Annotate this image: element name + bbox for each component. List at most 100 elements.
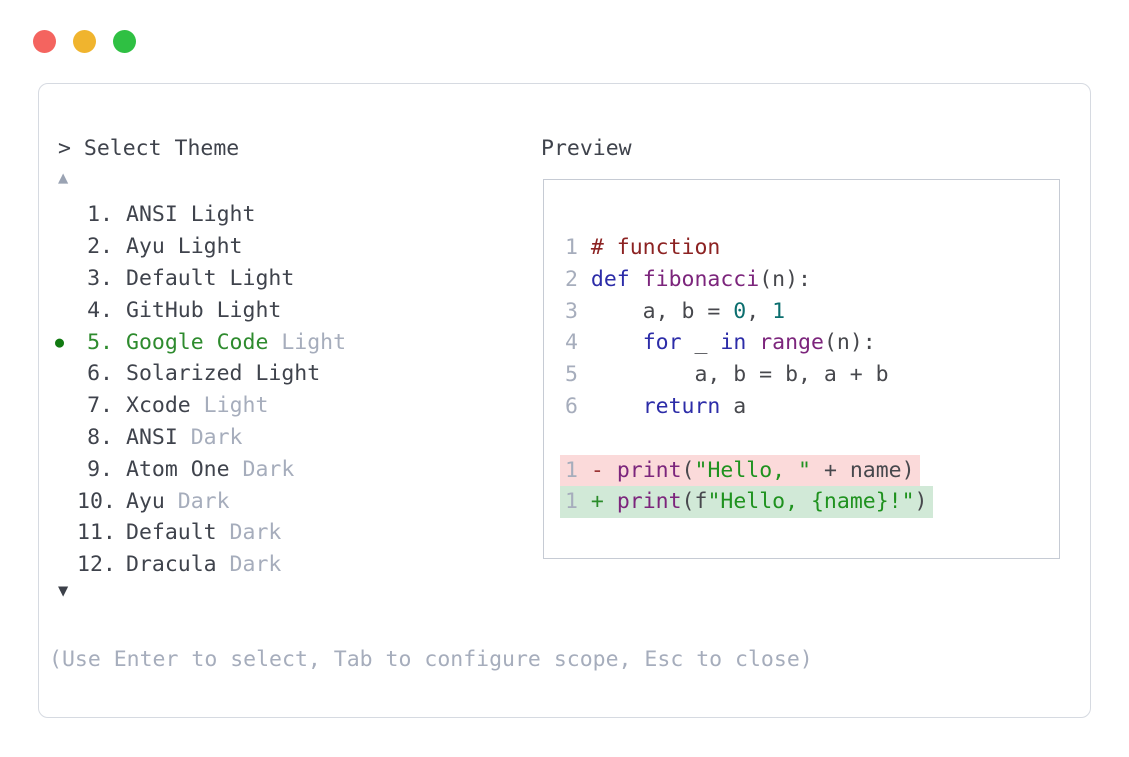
selected-bullet-icon: ●	[55, 333, 65, 352]
code-token: print	[616, 489, 682, 515]
line-number: 2	[565, 266, 578, 292]
item-number: 11.	[77, 520, 116, 546]
item-label: Default	[126, 520, 217, 546]
theme-list-item[interactable]: 10. Ayu Dark	[55, 485, 346, 517]
item-label: Default Light	[126, 265, 295, 291]
theme-list-item[interactable]: 6. Solarized Light	[55, 358, 346, 390]
item-variant-label: Dark	[177, 424, 243, 450]
diff-highlight: 1 - print("Hello, " + name)	[560, 454, 920, 487]
line-number: 6	[565, 393, 578, 419]
item-number: 8.	[87, 424, 113, 450]
code-token: a	[720, 393, 747, 419]
diff-sign: +	[590, 489, 604, 515]
window-controls	[33, 30, 136, 53]
item-label: Ayu	[126, 488, 165, 514]
code-line: 2 def fibonacci(n):	[565, 264, 933, 296]
item-label: Xcode	[126, 393, 191, 419]
code-token: def	[590, 266, 630, 292]
code-token: print	[616, 457, 682, 483]
theme-list-item[interactable]: 1. ANSI Light	[55, 199, 346, 231]
theme-list-item[interactable]: ●5.Google Code Light	[55, 326, 346, 358]
theme-list-item[interactable]: 7. Xcode Light	[55, 390, 346, 422]
theme-list-item[interactable]: 2. Ayu Light	[55, 231, 346, 263]
item-label: Ayu Light	[126, 234, 243, 260]
code-token	[630, 267, 643, 292]
theme-list-item[interactable]: 12.Dracula Dark	[55, 549, 346, 581]
theme-list-item[interactable]: 3. Default Light	[55, 263, 346, 295]
scroll-down-icon[interactable]: ▼	[58, 581, 69, 601]
minimize-window-button[interactable]	[73, 30, 96, 53]
picker-title: > Select Theme	[58, 136, 240, 161]
code-token: # function	[590, 235, 721, 260]
line-number: 1	[565, 489, 578, 515]
code-token: "Hello, "	[694, 457, 812, 483]
code-token: (f	[681, 489, 708, 515]
line-number: 1	[565, 235, 578, 260]
item-label: ANSI Light	[126, 202, 256, 228]
theme-list-item[interactable]: 4. GitHub Light	[55, 294, 346, 326]
item-number: 12.	[77, 552, 116, 578]
line-number: 1	[565, 457, 578, 483]
item-number: 3.	[87, 265, 113, 291]
code-line: 5 a, b = b, a + b	[565, 359, 933, 391]
code-line: 3 a, b = 0, 1	[565, 296, 933, 328]
item-number: 7.	[87, 393, 113, 419]
code-token: (n):	[823, 330, 876, 356]
code-token: + name)	[811, 457, 915, 483]
code-token	[591, 330, 643, 355]
code-token: in	[720, 330, 747, 356]
code-token: for	[642, 330, 682, 356]
item-number: 10.	[77, 488, 116, 514]
diff-highlight: 1 + print(f"Hello, {name}!")	[560, 486, 933, 519]
diff-line-added: 1 + print(f"Hello, {name}!")	[560, 486, 933, 519]
item-variant-label: Dark	[216, 520, 282, 546]
preview-title: Preview	[541, 136, 632, 161]
code-token: ,	[746, 298, 773, 324]
close-window-button[interactable]	[33, 30, 56, 53]
zoom-window-button[interactable]	[113, 30, 136, 53]
item-label: Dracula	[126, 552, 217, 578]
item-number: 2.	[87, 234, 113, 260]
blank-line	[565, 423, 933, 455]
item-variant-label: Dark	[164, 488, 230, 514]
code-token: (	[681, 457, 695, 483]
code-line: 1 # function	[565, 232, 933, 264]
item-label: Solarized Light	[126, 361, 321, 387]
item-variant-label: Light	[190, 393, 269, 419]
code-token: (n):	[759, 266, 811, 292]
diff-sign: -	[590, 457, 604, 483]
theme-list-item[interactable]: 9. Atom One Dark	[55, 453, 346, 485]
code-token: 0	[733, 298, 747, 324]
code-token: a, b =	[590, 298, 734, 324]
theme-list-item[interactable]: 8. ANSI Dark	[55, 422, 346, 454]
code-token: return	[642, 393, 721, 419]
item-number: 5.	[87, 329, 113, 355]
line-number: 4	[565, 330, 578, 356]
item-number: 6.	[87, 361, 113, 387]
line-number: 5	[565, 362, 578, 388]
line-number: 3	[565, 298, 578, 324]
item-label: ANSI	[126, 424, 178, 450]
theme-list-item[interactable]: 11. Default Dark	[55, 517, 346, 549]
code-line: 6 return a	[565, 391, 933, 423]
theme-picker-panel: > Select Theme Preview ▲ 1. ANSI Light 2. A…	[38, 83, 1091, 718]
code-token	[746, 330, 759, 355]
item-number: 9.	[87, 456, 113, 482]
code-token: )	[914, 489, 928, 515]
theme-list: 1. ANSI Light 2. Ayu Light 3. Default Light 4.…	[55, 199, 346, 581]
item-number: 1.	[87, 202, 113, 228]
item-label: GitHub Light	[126, 297, 282, 323]
item-label: Atom One	[126, 456, 230, 482]
code-token: "Hello, {name}!"	[707, 489, 915, 515]
code-token: range	[759, 330, 824, 356]
code-token: a, b = b, a + b	[590, 362, 889, 388]
code-token	[591, 394, 643, 419]
scroll-up-icon[interactable]: ▲	[58, 168, 69, 188]
item-label: Google Code	[126, 329, 269, 355]
code-line: 4 for _ in range(n):	[565, 327, 933, 359]
item-number: 4.	[87, 297, 113, 323]
item-variant-label: Dark	[229, 456, 295, 482]
diff-line-removed: 1 - print("Hello, " + name)	[560, 454, 933, 487]
